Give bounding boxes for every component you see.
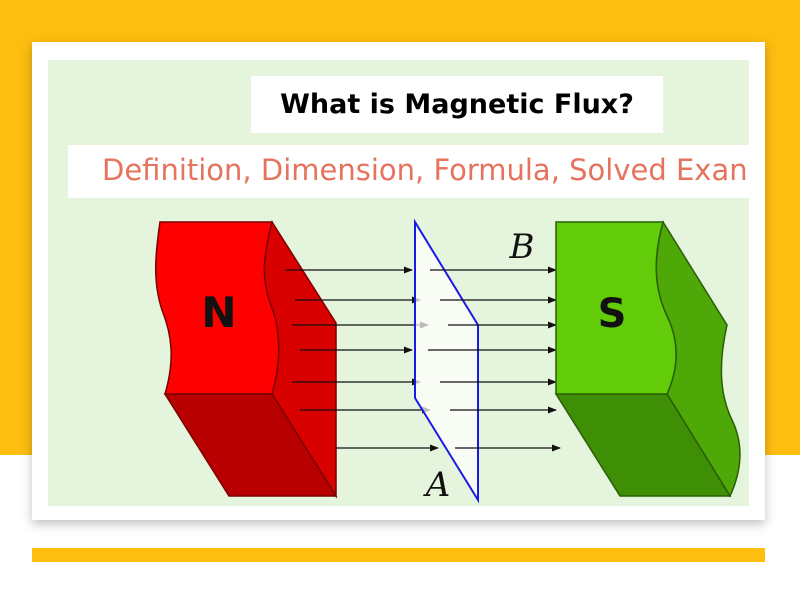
north-pole-label: N [201,288,236,337]
page-title: What is Magnetic Flux? [280,89,634,120]
area-label-a: A [423,465,451,505]
area-plane [414,218,479,504]
field-lines-left [285,266,439,452]
subtitle-box: Definition, Dimension, Formula, Solved E… [68,145,749,198]
yellow-bottom-bar [32,548,765,562]
north-magnet-bottom-face [163,393,338,497]
title-box: What is Magnetic Flux? [251,76,663,133]
field-label-b: B [509,227,535,267]
page-subtitle: Definition, Dimension, Formula, Solved E… [102,153,748,187]
north-magnet: N [155,220,338,499]
south-pole-label: S [598,291,627,337]
north-magnet-right-face [263,220,337,499]
south-magnet-front-face [555,221,677,395]
field-lines-right [428,266,561,452]
south-magnet: S [554,220,741,498]
